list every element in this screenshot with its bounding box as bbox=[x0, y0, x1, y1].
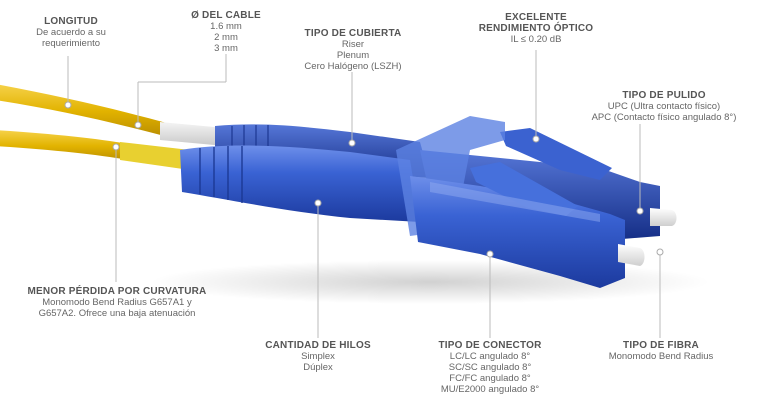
label-longitud-title: LONGITUD bbox=[44, 16, 98, 27]
yellow-cable-bottom bbox=[0, 130, 140, 162]
top-ferrule bbox=[650, 208, 677, 226]
label-cubierta-line: Riser bbox=[341, 39, 365, 50]
label-curvatura-line: G657A2. Ofrece una baja atenuación bbox=[38, 308, 196, 319]
label-conector-line: SC/SC angulado 8° bbox=[448, 362, 532, 373]
label-rendimiento-line: IL ≤ 0.20 dB bbox=[510, 34, 562, 45]
top-connector-latch bbox=[500, 128, 612, 180]
bottom-housing-highlight bbox=[430, 182, 600, 222]
dot-conector bbox=[486, 250, 494, 258]
label-conector-title: TIPO DE CONECTOR bbox=[438, 340, 542, 351]
label-conector-line: LC/LC angulado 8° bbox=[449, 351, 531, 362]
label-rendimiento-title: EXCELENTE bbox=[505, 12, 567, 23]
dot-hilos bbox=[314, 199, 322, 207]
leader-lines bbox=[67, 50, 661, 338]
label-fibra: TIPO DE FIBRA Monomodo Bend Radius bbox=[596, 340, 726, 362]
label-rendimiento: EXCELENTE RENDIMIENTO ÓPTICO IL ≤ 0.20 d… bbox=[466, 12, 606, 45]
top-white-boot bbox=[160, 122, 225, 146]
dot-pulido bbox=[636, 207, 644, 215]
label-pulido: TIPO DE PULIDO UPC (Ultra contacto físic… bbox=[576, 90, 752, 123]
label-cable-line: 1.6 mm bbox=[210, 21, 242, 32]
label-pulido-line: APC (Contacto físico angulado 8°) bbox=[591, 112, 737, 123]
label-longitud: LONGITUD De acuerdo a su requerimiento bbox=[18, 16, 124, 49]
dot-curvatura bbox=[112, 143, 120, 151]
bottom-connector-latch bbox=[470, 162, 578, 216]
label-longitud-line: De acuerdo a su bbox=[36, 27, 106, 38]
label-cable-title: Ø DEL CABLE bbox=[191, 10, 261, 21]
label-fibra-line: Monomodo Bend Radius bbox=[608, 351, 714, 362]
label-conector: TIPO DE CONECTOR LC/LC angulado 8° SC/SC… bbox=[422, 340, 558, 395]
label-cable: Ø DEL CABLE 1.6 mm 2 mm 3 mm bbox=[170, 10, 282, 54]
label-pulido-line: UPC (Ultra contacto físico) bbox=[607, 101, 721, 112]
leader-dots bbox=[64, 101, 664, 258]
label-rendimiento-title: RENDIMIENTO ÓPTICO bbox=[478, 23, 594, 34]
label-cubierta-line: Plenum bbox=[336, 50, 370, 61]
label-cable-line: 2 mm bbox=[214, 32, 238, 43]
yellow-cable-bottom-sleeve bbox=[120, 142, 190, 170]
dot-longitud bbox=[64, 101, 72, 109]
label-hilos: CANTIDAD DE HILOS Simplex Dúplex bbox=[258, 340, 378, 373]
label-curvatura-title: MENOR PÉRDIDA POR CURVATURA bbox=[27, 286, 207, 297]
label-hilos-line: Simplex bbox=[301, 351, 335, 362]
label-curvatura: MENOR PÉRDIDA POR CURVATURA Monomodo Ben… bbox=[14, 286, 220, 319]
label-longitud-line: requerimiento bbox=[41, 38, 101, 49]
bottom-ferrule bbox=[618, 244, 645, 266]
label-cubierta: TIPO DE CUBIERTA Riser Plenum Cero Halóg… bbox=[288, 28, 418, 72]
bottom-blue-boot bbox=[180, 145, 420, 222]
label-fibra-title: TIPO DE FIBRA bbox=[623, 340, 699, 351]
bottom-boot-ribs bbox=[199, 146, 243, 203]
dot-cubierta bbox=[348, 139, 356, 147]
label-pulido-title: TIPO DE PULIDO bbox=[622, 90, 706, 101]
dot-fibra bbox=[656, 248, 664, 256]
yellow-cable-top bbox=[0, 84, 172, 138]
label-curvatura-line: Monomodo Bend Radius G657A1 y bbox=[42, 297, 192, 308]
label-conector-line: MU/E2000 angulado 8° bbox=[440, 384, 540, 395]
label-cubierta-title: TIPO DE CUBIERTA bbox=[304, 28, 402, 39]
floor-shadow bbox=[150, 260, 710, 304]
dot-rendimiento bbox=[532, 135, 540, 143]
label-conector-line: FC/FC angulado 8° bbox=[449, 373, 531, 384]
label-hilos-line: Dúplex bbox=[303, 362, 333, 373]
label-cubierta-line: Cero Halógeno (LSZH) bbox=[304, 61, 402, 72]
label-hilos-title: CANTIDAD DE HILOS bbox=[265, 340, 371, 351]
dot-cable bbox=[134, 121, 142, 129]
label-cable-line: 3 mm bbox=[214, 43, 238, 54]
